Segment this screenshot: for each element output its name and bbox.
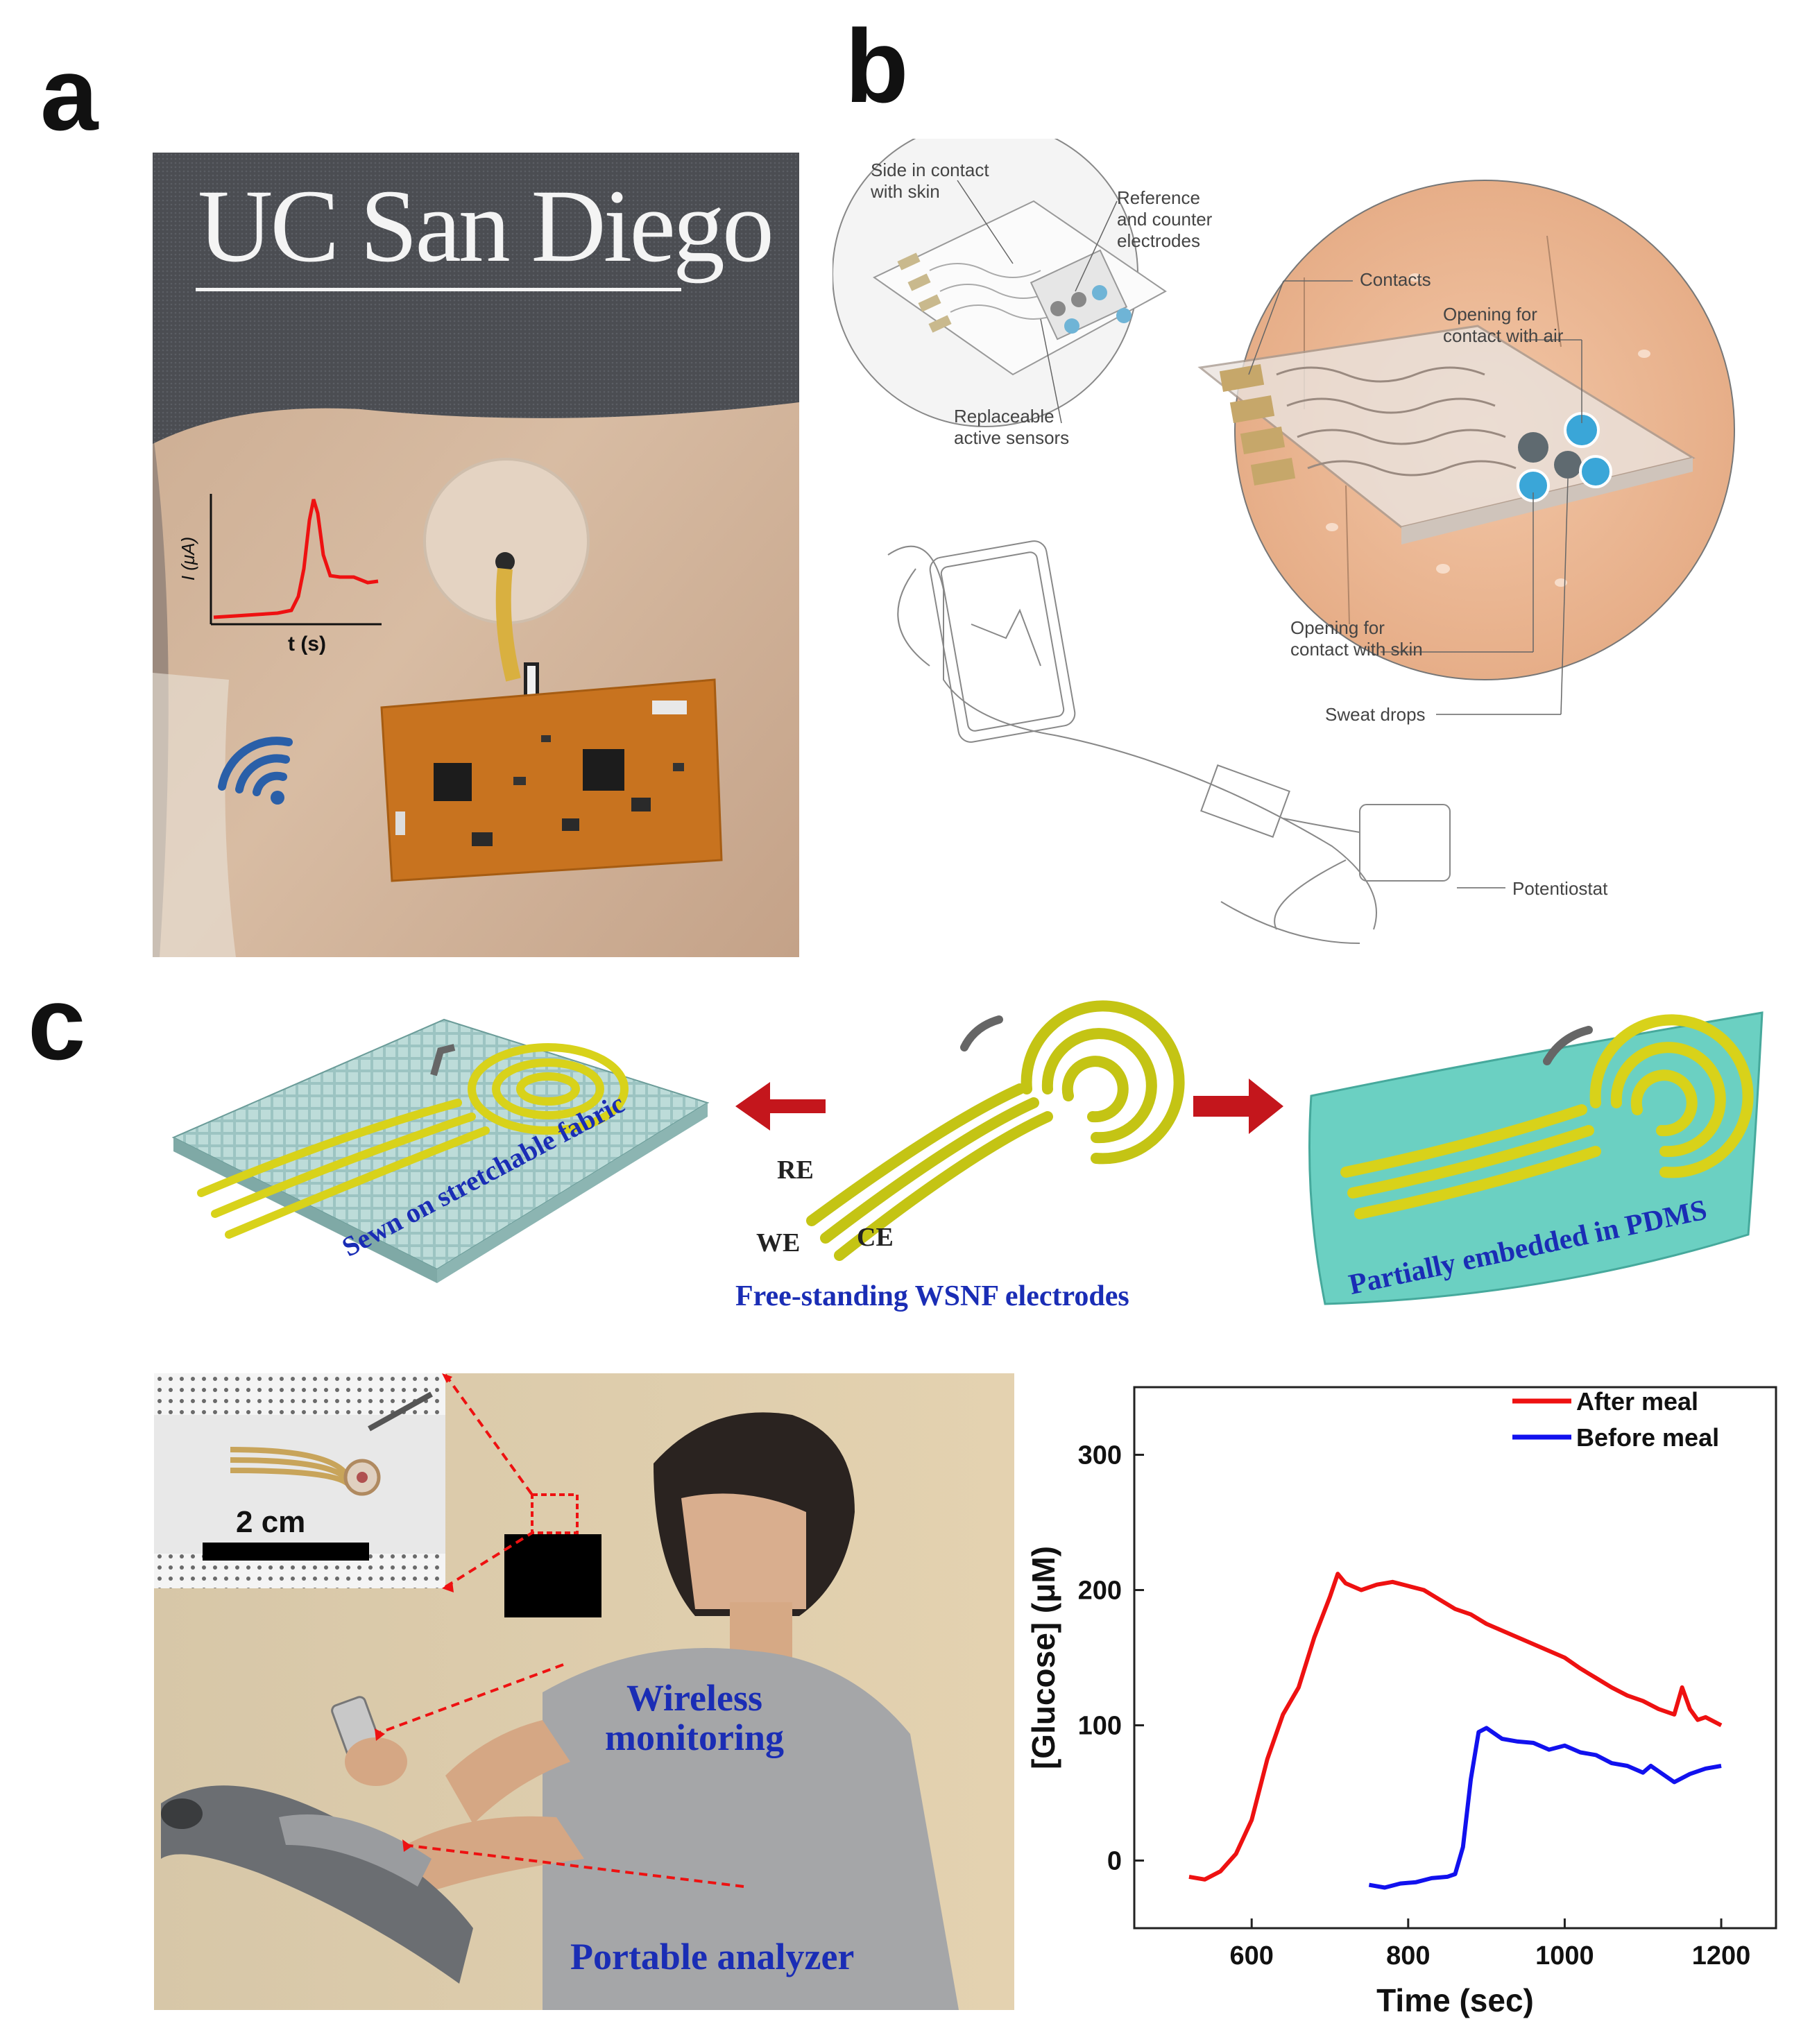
flexible-pcb <box>380 678 723 882</box>
x-tick-label: 800 <box>1386 1941 1430 1970</box>
callout-potentiostat: Potentiostat <box>1512 878 1608 899</box>
y-axis-label: [Glucose] (μM) <box>1025 1546 1061 1769</box>
arrow-left-icon <box>735 1082 826 1131</box>
x-axis-label: Time (sec) <box>1376 1982 1534 2018</box>
wifi-icon <box>218 737 293 805</box>
panel-label-c: c <box>28 965 86 1081</box>
plot-frame <box>1133 1386 1777 1930</box>
y-tick-label: 200 <box>1078 1577 1122 1606</box>
bike-handle <box>161 1785 473 1984</box>
glucose-chart-svg: 600 800 1000 1200 0 100 200 300 After mealBefor… <box>1025 1386 1777 2018</box>
y-tick-label: 0 <box>1107 1847 1122 1876</box>
arrow-right-icon <box>1193 1079 1283 1134</box>
inset-sensor-graph <box>210 494 382 626</box>
fabric-electrodes <box>197 1043 629 1239</box>
free-standing-label: Free-standing WSNF electrodes <box>735 1280 1129 1312</box>
callout-sweat-drops: Sweat drops <box>1325 704 1426 725</box>
label-re: RE <box>777 1156 814 1185</box>
panel-a-photo: UC San Diego I (μA) t (s) <box>153 153 799 957</box>
forehead-sensor-box <box>531 1493 579 1534</box>
face-redaction <box>504 1534 601 1617</box>
legend-label: After meal <box>1576 1387 1698 1416</box>
hand-phone-drawing <box>887 540 1451 944</box>
panel-c-schematic: Sewn on stretchable fabric RE WE CE Free… <box>160 971 1797 1332</box>
inset-x-label: t (s) <box>288 633 326 655</box>
shirt-sleeve <box>153 153 799 444</box>
series-line-before-meal <box>1368 1726 1722 1890</box>
scale-bar-label: 2 cm <box>236 1505 306 1539</box>
x-tick-label: 600 <box>1230 1941 1274 1970</box>
legend-label: Before meal <box>1576 1423 1719 1452</box>
label-ce: CE <box>857 1223 894 1252</box>
panel-label-a: a <box>40 35 99 152</box>
analyzer-label: Portable analyzer <box>570 1936 855 1977</box>
ucsd-logo-text: UC San Diego <box>198 169 774 284</box>
free-standing-electrode <box>806 1000 1185 1261</box>
series-line-after-meal <box>1188 1572 1723 1882</box>
pdms-electrodes <box>1340 1014 1754 1219</box>
panel-label-b: b <box>845 8 909 124</box>
logo-underline <box>196 288 681 291</box>
label-we: WE <box>756 1228 801 1257</box>
inset-y-label: I (μA) <box>178 536 199 581</box>
x-tick-label: 1200 <box>1692 1941 1751 1970</box>
scale-bar <box>203 1543 369 1561</box>
subject-shirt <box>543 1648 959 2010</box>
callout-contacts: Contacts <box>1360 269 1431 290</box>
x-tick-label: 1000 <box>1535 1941 1594 1970</box>
y-tick-label: 300 <box>1078 1441 1122 1470</box>
y-tick-label: 100 <box>1078 1712 1122 1741</box>
